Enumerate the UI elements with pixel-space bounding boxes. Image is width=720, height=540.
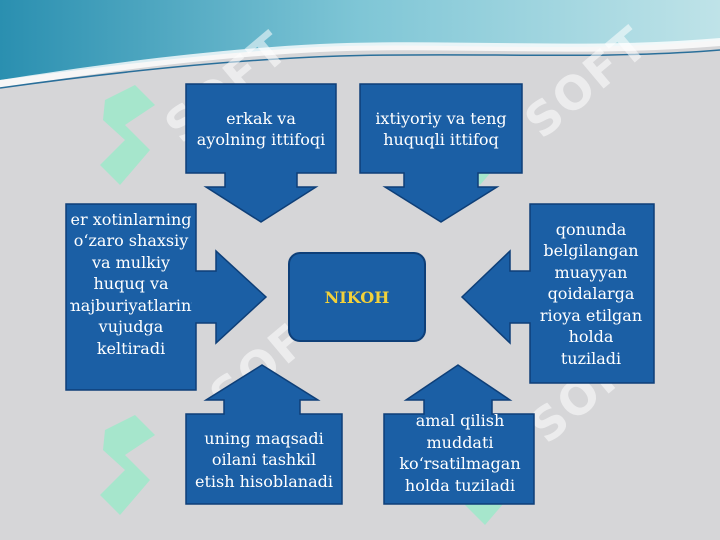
callout-bottom-right-text: amal qilish muddati ko‘rsatilmagan holda… [399,411,521,495]
callout-left: er xotinlarning o‘zaro shaxsiy va mulkiy… [70,180,192,388]
header-wave-banner [0,0,720,89]
callout-shape-left [65,203,268,391]
callout-shape-top-left [185,83,337,223]
watermark-logo-icon [100,85,155,185]
watermark-logo-icon [100,415,155,515]
callout-bottom-right: amal qilish muddati ko‘rsatilmagan holda… [390,404,530,502]
center-node: NIKOH [288,252,426,342]
callout-bottom-left: uning maqsadi oilani tashkil etish hisob… [190,418,338,502]
callout-shape-bottom-right [383,364,535,505]
callout-top-left: erkak va ayolning ittifoqi [186,96,336,162]
callout-top-right-text: ixtiyoriy va teng huquqli ittifoq [375,108,507,150]
callout-shape-top-right [359,83,523,223]
callout-top-right: ixtiyoriy va teng huquqli ittifoq [370,96,512,162]
center-node-label: NIKOH [324,287,390,307]
callout-shape-bottom-left [185,364,343,505]
callout-right: qonunda belgilangan muayyan qoidalarga r… [532,208,650,380]
callout-top-left-text: erkak va ayolning ittifoqi [196,108,326,150]
callout-left-text: er xotinlarning o‘zaro shaxsiy va mulkiy… [70,209,192,358]
callout-shape-right [460,203,655,384]
callout-bottom-left-text: uning maqsadi oilani tashkil etish hisob… [195,428,333,491]
callout-right-text: qonunda belgilangan muayyan qoidalarga r… [539,219,643,368]
